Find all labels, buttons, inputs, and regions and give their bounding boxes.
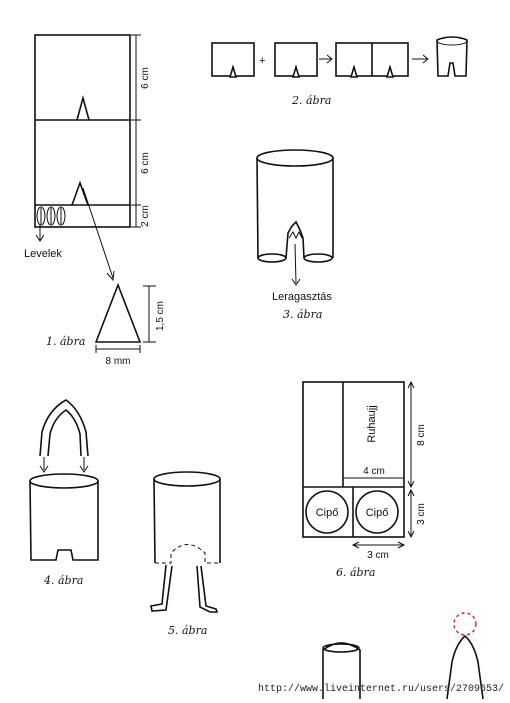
cut-off-tube — [322, 642, 361, 699]
shoe-right-label: Cipő — [366, 507, 389, 519]
tube-top — [256, 149, 334, 167]
leg-right — [303, 253, 333, 263]
figure-5-caption: 5. ábra — [168, 624, 207, 637]
glue-arrow — [294, 243, 297, 284]
figure-2: + 2. ábra — [211, 36, 468, 107]
figure-4: 4. ábra — [29, 399, 99, 587]
leg-left-5 — [150, 564, 173, 612]
leg-right-5 — [196, 565, 219, 613]
rolled-shape — [436, 36, 468, 77]
paper-strip — [34, 34, 131, 228]
figure-3-caption: 3. ábra — [283, 308, 322, 321]
figure-1-caption: 1. ábra — [46, 335, 85, 348]
leaves-label: Levelek — [24, 248, 62, 260]
notch-arrow — [82, 187, 114, 279]
leg-left — [257, 253, 287, 263]
dim-mid-label: 6 cm — [140, 152, 151, 174]
dim-bottom-label: 2 cm — [140, 205, 151, 227]
width-dim-label: 4 cm — [363, 466, 385, 477]
notch-upper — [76, 94, 90, 121]
glue-label: Leragasztás — [272, 291, 332, 303]
notch-triangle — [94, 282, 142, 343]
figure-5: 5. ábra — [150, 471, 221, 637]
head-outline-dashed — [453, 612, 477, 636]
glued-seam — [285, 220, 305, 259]
triangle-base-label: 8 mm — [106, 356, 131, 367]
figure-3: Leragasztás 3. ábra — [256, 149, 334, 321]
notch-lower — [71, 180, 89, 206]
plus-sign: + — [259, 55, 265, 67]
shoe-height-label: 3 cm — [416, 503, 427, 525]
sleeve-label: Ruhaujj — [366, 405, 378, 442]
body-tube — [29, 480, 99, 561]
figure-6: Ruhaujj 4 cm Cipő Cipő 8 cm 3 cm 3 cm 6.… — [302, 380, 427, 579]
figure-2-caption: 2. ábra — [291, 94, 331, 107]
triangle-height-label: 1,5 cm — [155, 301, 166, 331]
figure-7-partial — [322, 612, 484, 700]
dim-top-label: 6 cm — [140, 67, 151, 89]
arm-strip — [39, 399, 89, 457]
height-dim-label: 8 cm — [416, 424, 427, 446]
figure-6-caption: 6. ábra — [336, 566, 375, 579]
cone-body — [446, 634, 484, 700]
shoe-circle-left — [305, 490, 349, 534]
dashed-fold — [155, 544, 220, 564]
shoe-left-label: Cipő — [316, 507, 339, 519]
figure-1: Levelek 6 cm 6 cm 2 cm 1,5 cm 8 mm 1. áb… — [24, 34, 166, 367]
figure-4-caption: 4. ábra — [43, 574, 83, 587]
leaves — [36, 206, 66, 226]
body-top — [29, 473, 99, 489]
shoe-width-label: 3 cm — [367, 550, 389, 561]
tube-top-5 — [153, 471, 221, 487]
shoe-circle-right — [355, 490, 399, 534]
footer-url[interactable]: http://www.liveinternet.ru/users/2709653… — [258, 684, 505, 695]
